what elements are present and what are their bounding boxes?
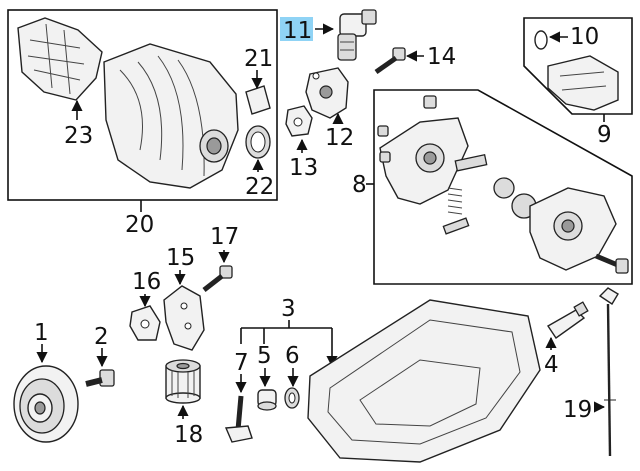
callout-16: 16 xyxy=(132,269,161,295)
part-22-gasket[interactable] xyxy=(245,125,271,159)
callout-10: 10 xyxy=(570,24,599,50)
part-oil-pump-spring[interactable] xyxy=(442,154,488,235)
callout-11-highlight xyxy=(280,17,313,41)
callout-6: 6 xyxy=(285,343,300,369)
part-1-crankshaft-pulley[interactable] xyxy=(13,365,79,443)
callout-17: 17 xyxy=(210,224,239,250)
callout-15: 15 xyxy=(166,245,195,271)
part-18-oil-filter[interactable] xyxy=(165,359,201,404)
callout-23: 23 xyxy=(64,123,93,149)
part-23-engine-cover[interactable] xyxy=(17,17,103,101)
callout-21: 21 xyxy=(244,46,273,72)
part-16-gasket[interactable] xyxy=(129,305,161,341)
part-5-plug[interactable] xyxy=(257,389,277,411)
callout-18: 18 xyxy=(174,422,203,448)
callout-19: 19 xyxy=(563,397,592,423)
box-9-cover-group xyxy=(523,17,633,115)
callout-12: 12 xyxy=(325,125,354,151)
box-20-intake-group xyxy=(7,9,278,201)
callout-7: 7 xyxy=(234,350,249,376)
part-17-bolt[interactable] xyxy=(202,265,233,292)
part-14-bolt[interactable] xyxy=(374,47,406,75)
part-6-washer[interactable] xyxy=(284,387,300,409)
part-4-sealant-tube[interactable] xyxy=(547,301,589,339)
part-21-sensor[interactable] xyxy=(245,85,271,115)
callout-5: 5 xyxy=(257,343,272,369)
callout-8: 8 xyxy=(352,172,367,198)
callout-4: 4 xyxy=(544,352,559,378)
part-15-bracket[interactable] xyxy=(163,285,205,351)
part-11-solenoid-valve[interactable] xyxy=(337,9,377,61)
box-8-oil-pump-group xyxy=(373,89,633,285)
part-intake-manifold[interactable] xyxy=(103,43,239,189)
part-oil-pump-bolt[interactable] xyxy=(595,253,629,274)
part-19-dipstick[interactable] xyxy=(598,287,619,457)
callout-9: 9 xyxy=(597,122,612,148)
callout-3: 3 xyxy=(281,296,296,322)
callout-13: 13 xyxy=(289,155,318,181)
callout-2: 2 xyxy=(94,324,109,350)
part-2-pulley-bolt[interactable] xyxy=(85,369,115,387)
part-oil-pump-housing[interactable] xyxy=(529,187,617,271)
callout-14: 14 xyxy=(427,44,456,70)
part-3-oil-pan[interactable] xyxy=(307,299,541,463)
part-13-gasket-plate[interactable] xyxy=(285,105,313,137)
callout-20: 20 xyxy=(125,212,154,238)
callout-22: 22 xyxy=(245,174,274,200)
part-10-o-ring[interactable] xyxy=(534,30,548,50)
callout-11: 11 xyxy=(283,18,312,44)
part-12-housing[interactable] xyxy=(305,67,349,119)
part-oil-pump-body[interactable] xyxy=(377,95,469,205)
part-7-drain-plug[interactable] xyxy=(224,395,253,443)
callout-1: 1 xyxy=(34,320,49,346)
part-9-cover[interactable] xyxy=(547,55,619,111)
